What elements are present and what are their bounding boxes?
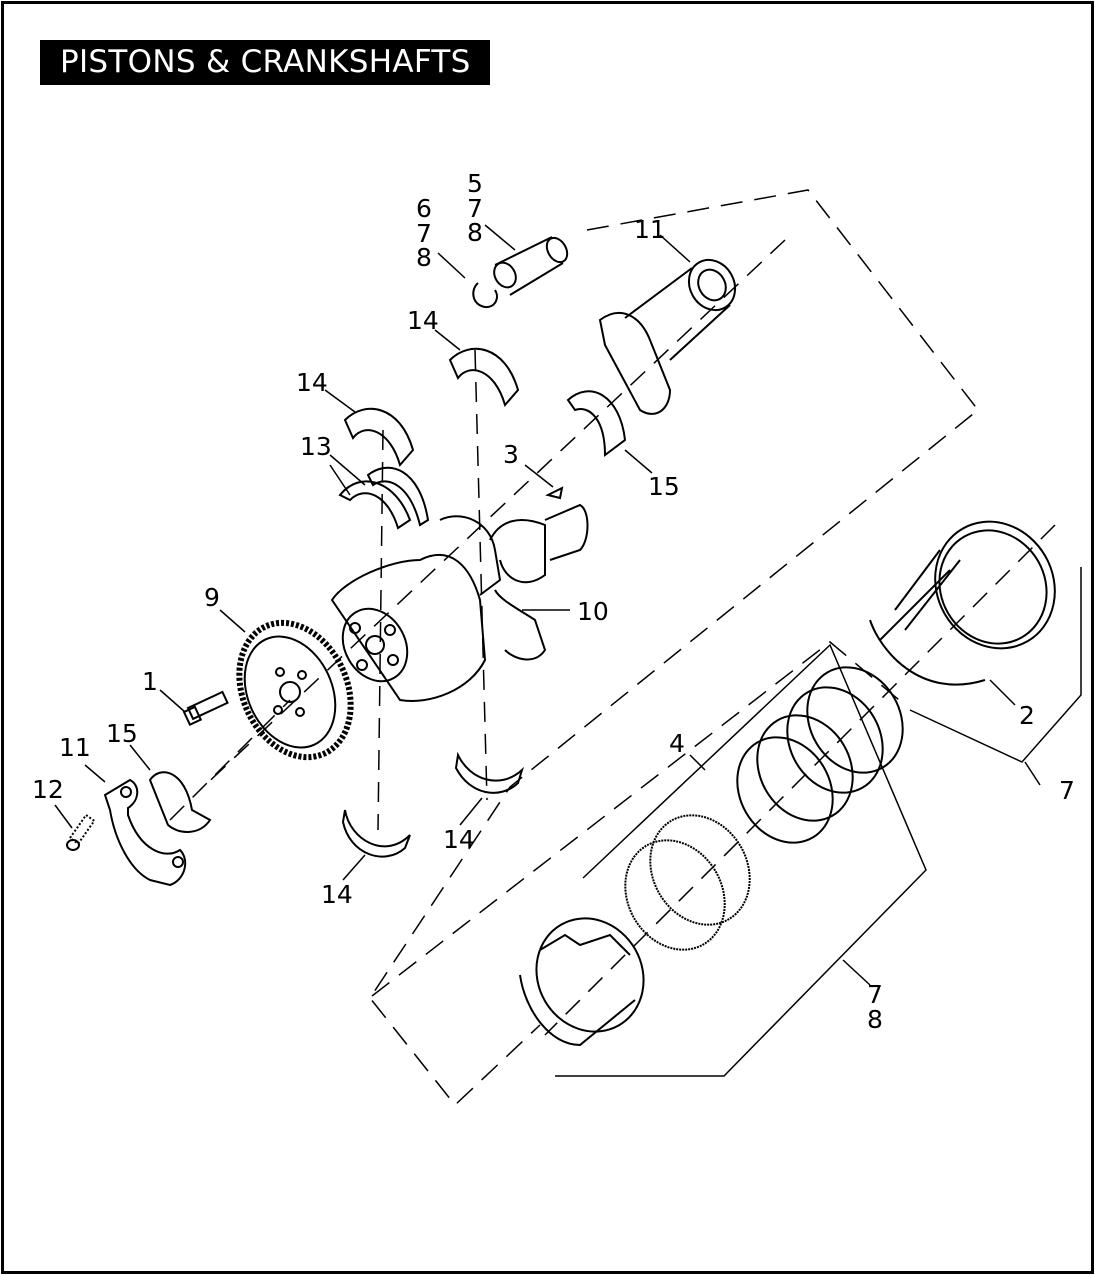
piston-2 bbox=[869, 520, 1056, 686]
piston-lower bbox=[519, 917, 645, 1047]
callout-6: 6 bbox=[416, 194, 432, 223]
callout-6-7: 7 bbox=[416, 219, 432, 248]
callout-5-8: 8 bbox=[467, 218, 483, 247]
callout-12: 12 bbox=[32, 775, 64, 804]
piston-rings bbox=[624, 666, 904, 951]
connecting-rod bbox=[598, 258, 737, 415]
woodruff-key bbox=[545, 486, 564, 500]
piston-pin bbox=[493, 236, 569, 296]
bolt bbox=[182, 690, 229, 727]
callout-5-7: 7 bbox=[467, 194, 483, 223]
callout-7-lower: 7 bbox=[867, 980, 883, 1009]
callout-10: 10 bbox=[577, 597, 609, 626]
callout-8-lower: 8 bbox=[867, 1005, 883, 1034]
retaining-ring bbox=[472, 282, 498, 309]
callout-14-b: 14 bbox=[296, 368, 328, 397]
callout-3: 3 bbox=[503, 440, 519, 469]
callout-1: 1 bbox=[142, 667, 158, 696]
bracket-lines bbox=[555, 567, 1082, 1077]
alignment-axis-lines bbox=[169, 239, 1056, 1036]
rod-bolt bbox=[66, 813, 96, 851]
callout-14-c: 14 bbox=[443, 825, 475, 854]
page-title: PISTONS & CRANKSHAFTS bbox=[40, 40, 490, 85]
cam-gear bbox=[236, 619, 354, 761]
callout-14-a: 14 bbox=[407, 306, 439, 335]
bearing-shell-15 bbox=[148, 390, 627, 833]
thrust-washers bbox=[338, 466, 430, 530]
callout-2: 2 bbox=[1019, 701, 1035, 730]
callout-6-8: 8 bbox=[416, 243, 432, 272]
crankshaft bbox=[330, 503, 589, 702]
callout-11-top: 11 bbox=[634, 215, 666, 244]
callout-labels: 1 2 3 4 5 7 8 6 7 8 7 7 8 9 10 11 11 12 … bbox=[32, 169, 1075, 1034]
callout-11-left: 11 bbox=[59, 733, 91, 762]
callout-15-left: 15 bbox=[106, 719, 138, 748]
callout-15-right: 15 bbox=[648, 472, 680, 501]
callout-9: 9 bbox=[204, 583, 220, 612]
callout-5: 5 bbox=[467, 169, 483, 198]
dashed-group-outline bbox=[369, 189, 980, 1107]
callout-4: 4 bbox=[669, 729, 685, 758]
leader-lines bbox=[54, 224, 1041, 986]
callout-14-d: 14 bbox=[321, 880, 353, 909]
callout-13: 13 bbox=[300, 432, 332, 461]
rod-cap bbox=[103, 778, 187, 887]
bearing-shell-upper bbox=[341, 347, 525, 858]
callout-7-upper: 7 bbox=[1059, 776, 1075, 805]
